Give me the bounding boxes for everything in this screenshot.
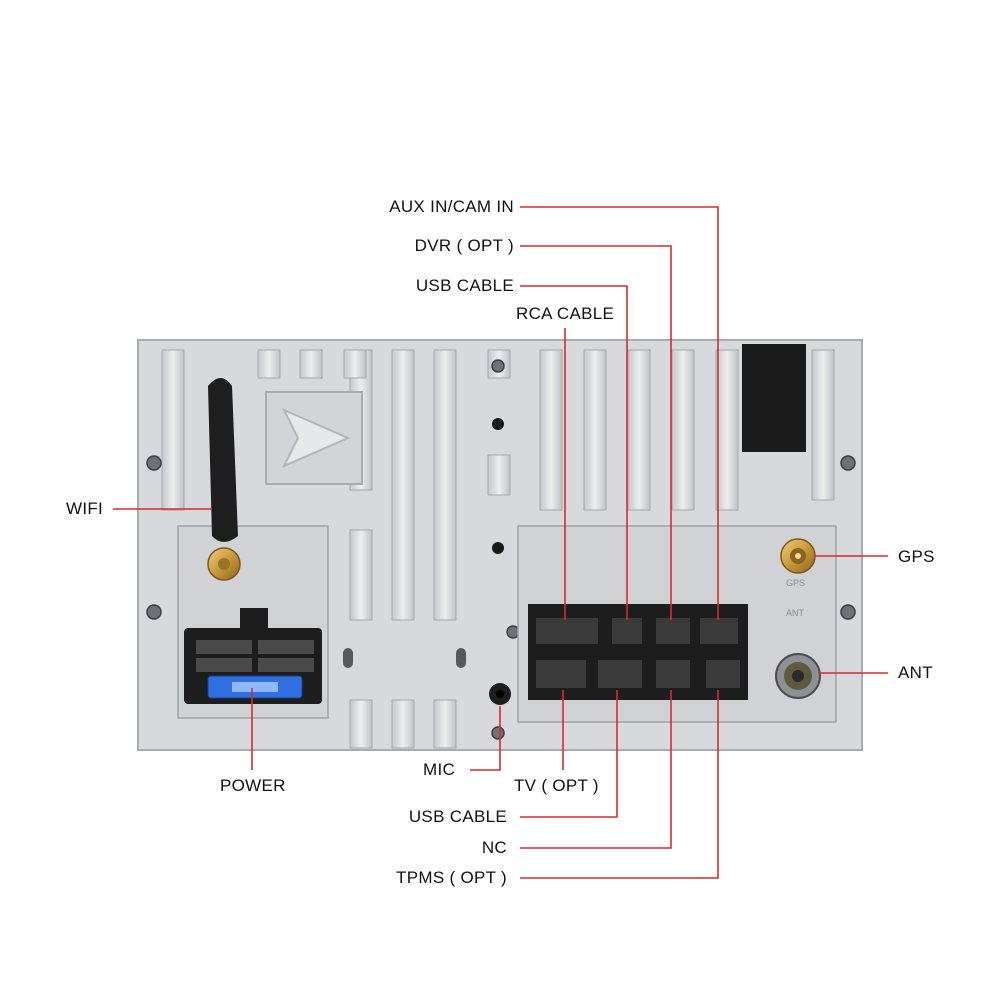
gps-port — [780, 538, 816, 574]
gps-port-mark: GPS — [786, 578, 805, 588]
leader-mic — [470, 706, 501, 771]
leader-usb-cable-top — [520, 285, 628, 620]
label-nc: NC — [481, 838, 507, 857]
harness-connectors — [528, 604, 748, 700]
label-ant: ANT — [898, 663, 933, 682]
label-tpms-opt: TPMS ( OPT ) — [396, 868, 507, 887]
label-power: POWER — [220, 776, 286, 795]
mic-jack — [489, 683, 511, 705]
ant-port — [775, 653, 821, 699]
label-usb-cable-top: USB CABLE — [415, 276, 514, 295]
label-gps: GPS — [898, 547, 935, 566]
label-dvr-opt: DVR ( OPT ) — [414, 236, 514, 255]
ant-port-mark: ANT — [786, 608, 805, 618]
label-rca-cable: RCA CABLE — [516, 304, 615, 323]
top-right-block — [742, 344, 806, 452]
label-wifi: WIFI — [66, 499, 104, 518]
power-connector — [184, 608, 322, 704]
leader-nc — [520, 690, 672, 849]
wifi-antenna — [207, 378, 241, 581]
leader-dvr-opt — [520, 245, 672, 620]
leader-tpms-opt — [520, 690, 719, 879]
arrow-emboss — [265, 391, 363, 485]
top-vents — [161, 349, 835, 749]
leader-lines — [113, 206, 888, 879]
label-mic: MIC — [423, 760, 456, 779]
label-tv-opt: TV ( OPT ) — [514, 776, 599, 795]
leader-aux-in-cam-in — [520, 206, 719, 620]
label-aux-in-cam-in: AUX IN/CAM IN — [389, 197, 514, 216]
label-usb-cable-bottom: USB CABLE — [408, 807, 507, 826]
leader-usb-cable-bottom — [520, 690, 618, 818]
